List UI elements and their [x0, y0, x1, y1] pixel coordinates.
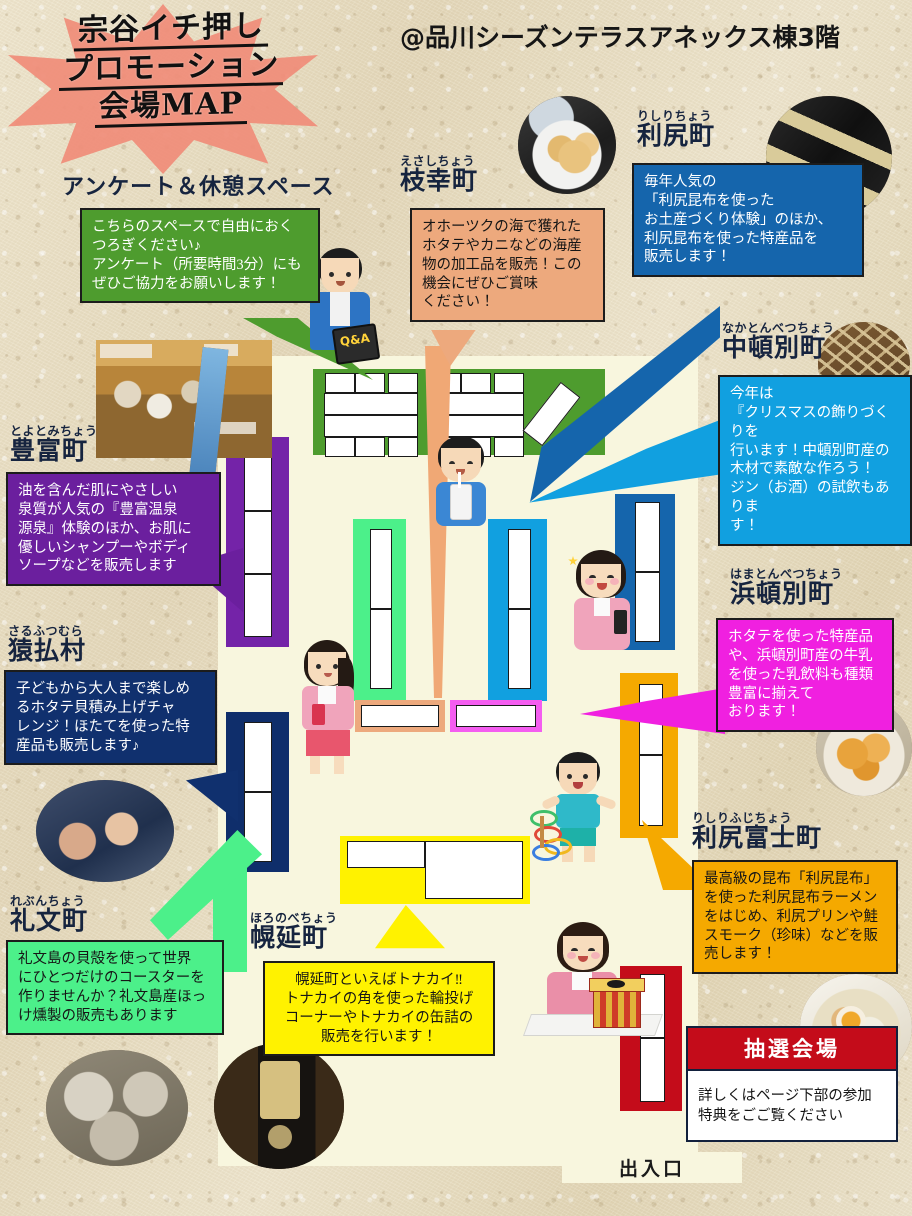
heading-horonobe: ほろのべちょう 幌延町 [250, 912, 338, 950]
booth-horonobe[interactable] [340, 836, 530, 904]
photo-rebun-coasters [46, 1050, 188, 1166]
heading-nakatonbetsu: なかとんべつちょう 中頓別町 [722, 322, 835, 360]
ruby-sarufutsu: さるふつむら [8, 624, 84, 638]
heading-toyotomi: とよとみちょう 豊富町 [10, 425, 98, 463]
name-nakatonbetsu: 中頓別町 [722, 333, 827, 362]
ruby-rishiri: りしりちょう [637, 109, 713, 123]
lottery-header-text: 抽選会場 [744, 1037, 840, 1061]
heading-esashi: えさしちょう 枝幸町 [400, 155, 478, 193]
ruby-nakatonbetsu: なかとんべつちょう [722, 321, 835, 335]
callout-horonobe[interactable]: 幌延町といえばトナカイ‼ トナカイの角を使った輪投げ コーナーやトナカイの缶詰の… [263, 961, 495, 1057]
photo-toyotomi-products [96, 340, 272, 458]
lottery-body: 詳しくはページ下部の参加 特典をごご覧ください [688, 1071, 896, 1141]
exit-label: 出入口 [562, 1152, 742, 1183]
heading-rishiri: りしりちょう 利尻町 [637, 110, 715, 148]
person-boy-ringtoss [530, 752, 624, 864]
callout-sarufutsu-text: 子どもから大人まで楽しめ るホタテ貝積み上げチャ レンジ！ほたてを使った特 産品… [16, 681, 190, 754]
lottery-header: 抽選会場 [688, 1028, 896, 1071]
callout-esashi-text: オホーツクの海で獲れた ホタテやカニなどの海産 物の加工品を販売！この 機会にぜ… [422, 219, 582, 311]
callout-rishiri-text: 毎年人気の 「利尻昆布を使った お土産づくり体験」のほか、 利尻昆布を使った特産… [644, 174, 833, 266]
person-woman-phone-left [292, 640, 364, 776]
venue-header: @品川シーズンテラスアネックス棟3階 [400, 23, 840, 52]
photo-sarufutsu-event [36, 780, 174, 882]
lottery-panel[interactable]: 抽選会場 詳しくはページ下部の参加 特典をごご覧ください [686, 1026, 898, 1143]
name-rishirifuji: 利尻富士町 [692, 823, 823, 852]
name-horonobe: 幌延町 [250, 923, 329, 952]
booth-nakatonbetsu[interactable] [488, 519, 547, 701]
callout-rishirifuji[interactable]: 最高級の昆布「利尻昆布」 を使った利尻昆布ラーメン をはじめ、利尻プリンや鮭 ス… [692, 860, 898, 975]
heading-survey-area: アンケート＆休憩スペース [62, 176, 334, 198]
callout-survey-area[interactable]: こちらのスペースで自由におく つろぎください♪ アンケート（所要時間3分）にも … [80, 208, 320, 304]
booth-hamatonbetsu[interactable] [450, 700, 542, 732]
booth-toyotomi[interactable] [226, 437, 289, 647]
survey-heading-text: アンケート＆休憩スペース [62, 174, 335, 200]
callout-hamatonbetsu-text: ホタテを使った特産品 や、浜頓別町産の牛乳 を使った乳飲料も種類 豊富に揃えて … [728, 629, 873, 721]
booth-center-green[interactable] [353, 519, 406, 701]
photo-horonobe-reindeer-can [214, 1043, 344, 1169]
ruby-hamatonbetsu: はまとんべつちょう [730, 567, 843, 581]
photo-esashi-food [518, 96, 616, 194]
name-sarufutsu: 猿払村 [8, 636, 87, 665]
callout-nakatonbetsu[interactable]: 今年は 『クリスマスの飾りづくりを 行います！中頓別町産の 木材で素敵な作ろう！… [718, 375, 912, 546]
person-woman-lottery [522, 922, 669, 1048]
name-hamatonbetsu: 浜頓別町 [730, 579, 835, 608]
booth-esashi-counter[interactable] [355, 700, 445, 732]
callout-toyotomi[interactable]: 油を含んだ肌にやさしい 泉質が人気の『豊富温泉 源泉』体験のほか、お肌に 優しい… [6, 472, 221, 587]
callout-rishiri[interactable]: 毎年人気の 「利尻昆布を使った お土産づくり体験」のほか、 利尻昆布を使った特産… [632, 163, 864, 278]
person-qa-staff: Q&A [296, 248, 381, 368]
name-esashi: 枝幸町 [400, 166, 479, 195]
callout-rebun-text: 礼文島の貝殻を使って世界 にひとつだけのコースターを 作りませんか？礼文島産ほっ… [18, 951, 207, 1024]
name-toyotomi: 豊富町 [10, 436, 89, 465]
callout-toyotomi-text: 油を含んだ肌にやさしい 泉質が人気の『豊富温泉 源泉』体験のほか、お肌に 優しい… [18, 483, 192, 575]
person-girl-phone-right [564, 550, 640, 662]
callout-rishirifuji-text: 最高級の昆布「利尻昆布」 を使った利尻昆布ラーメン をはじめ、利尻プリンや鮭 ス… [704, 871, 878, 963]
callout-rebun[interactable]: 礼文島の貝殻を使って世界 にひとつだけのコースターを 作りませんか？礼文島産ほっ… [6, 940, 224, 1036]
lottery-body-text: 詳しくはページ下部の参加 特典をごご覧ください [698, 1088, 872, 1124]
callout-survey-text: こちらのスペースで自由におく つろぎください♪ アンケート（所要時間3分）にも … [92, 219, 302, 292]
name-rebun: 礼文町 [10, 906, 89, 935]
heading-hamatonbetsu: はまとんべつちょう 浜頓別町 [730, 568, 843, 606]
heading-rishirifuji: りしりふじちょう 利尻富士町 [692, 812, 822, 850]
ruby-horonobe: ほろのべちょう [250, 911, 338, 925]
heading-rebun: れぶんちょう 礼文町 [10, 895, 88, 933]
callout-hamatonbetsu[interactable]: ホタテを使った特産品 や、浜頓別町産の牛乳 を使った乳飲料も種類 豊富に揃えて … [716, 618, 894, 733]
callout-sarufutsu[interactable]: 子どもから大人まで楽しめ るホタテ貝積み上げチャ レンジ！ほたてを使った特 産品… [4, 670, 217, 766]
callout-esashi[interactable]: オホーツクの海で獲れた ホタテやカニなどの海産 物の加工品を販売！この 機会にぜ… [410, 208, 605, 323]
callout-horonobe-text: 幌延町といえばトナカイ‼ トナカイの角を使った輪投げ コーナーやトナカイの缶詰の… [284, 972, 474, 1045]
ruby-rebun: れぶんちょう [10, 894, 86, 908]
heading-sarufutsu: さるふつむら 猿払村 [8, 625, 86, 663]
ruby-esashi: えさしちょう [400, 154, 476, 168]
name-rishiri: 利尻町 [637, 121, 716, 150]
ruby-toyotomi: とよとみちょう [10, 424, 98, 438]
callout-nakatonbetsu-text: 今年は 『クリスマスの飾りづくりを 行います！中頓別町産の 木材で素敵な作ろう！… [730, 386, 890, 534]
ruby-rishirifuji: りしりふじちょう [692, 811, 793, 825]
person-boy-drinking [424, 436, 498, 532]
